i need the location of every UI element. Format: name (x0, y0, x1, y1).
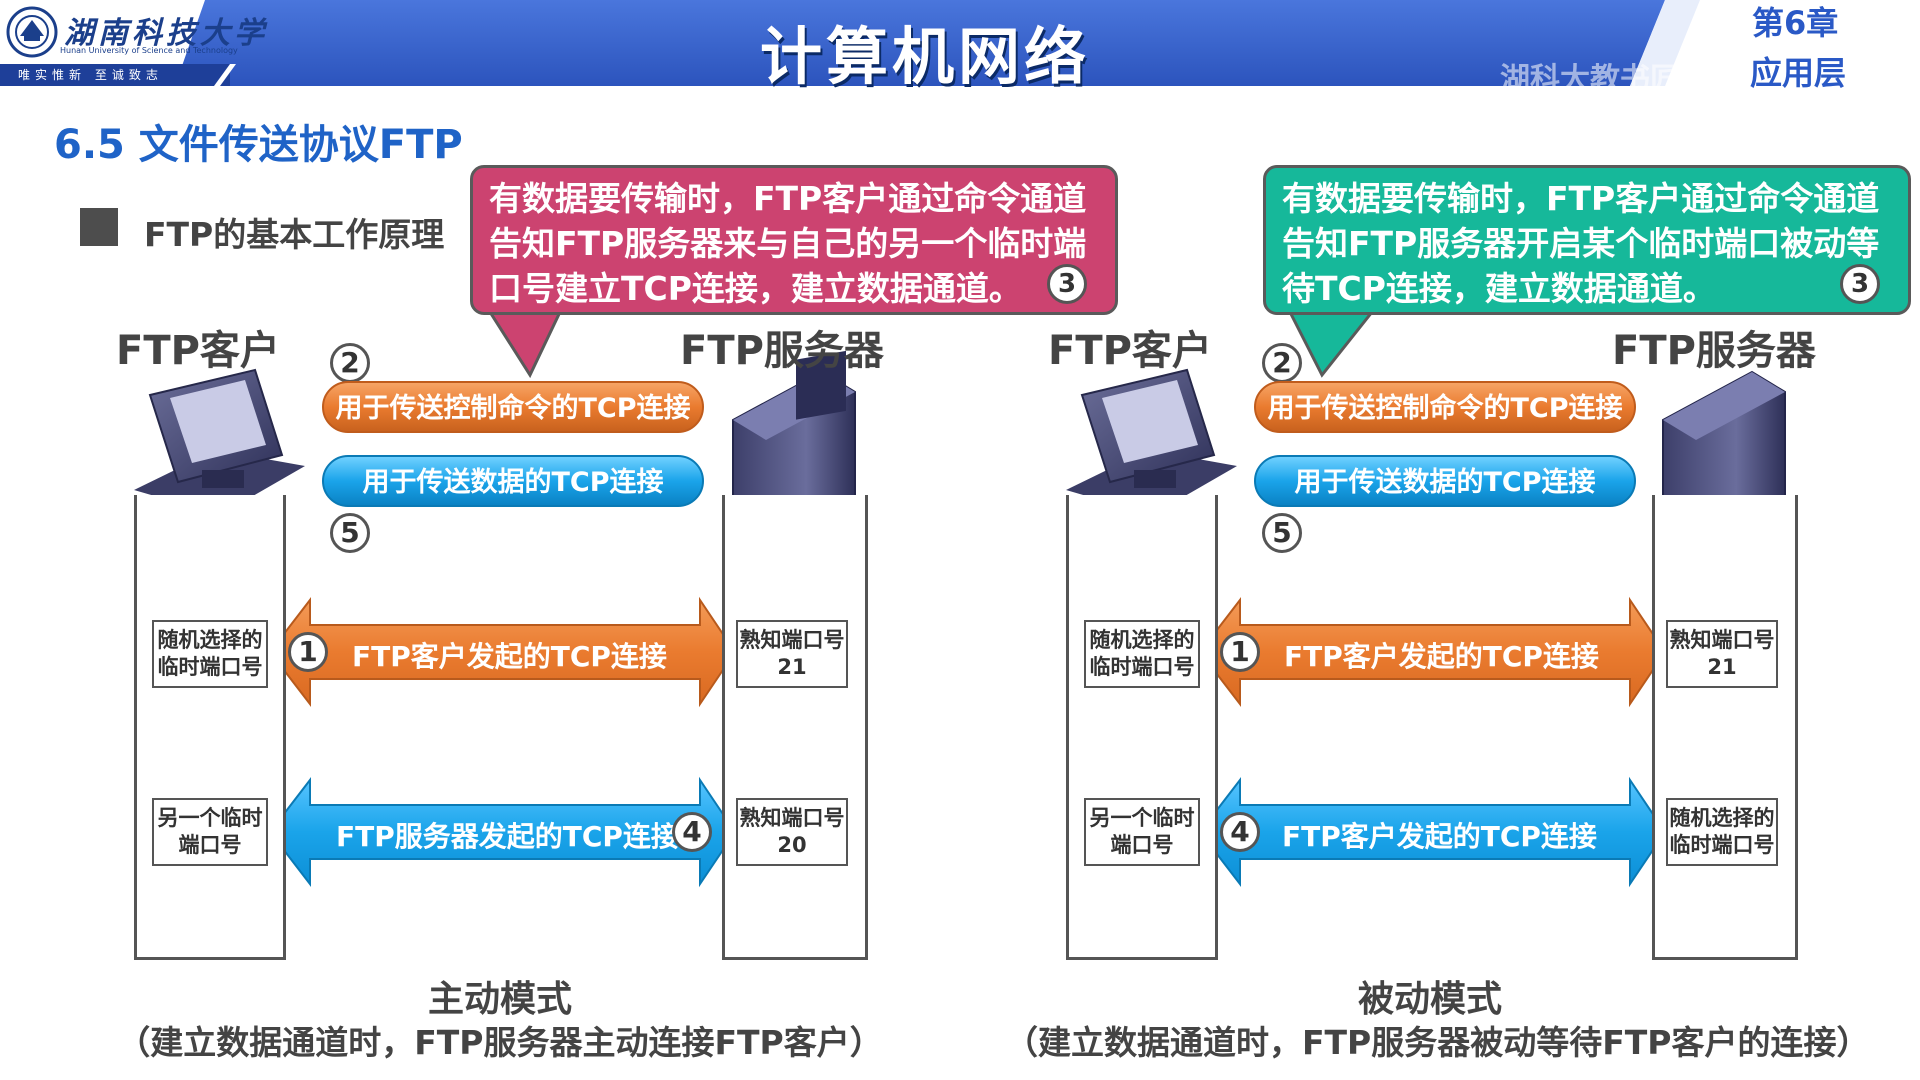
header-bar: 湖南科技大学 Hunan University of Science and T… (0, 0, 1920, 97)
server-port-label: 熟知端口号 (739, 628, 845, 652)
server-port-number: 20 (777, 833, 807, 857)
callout-passive-text: 有数据要传输时，FTP客户通过命令通道告知FTP服务器开启某个临时端口被动等待T… (1282, 179, 1880, 308)
course-title: 计算机网络 (760, 20, 1091, 93)
step-1-badge: 1 (288, 632, 328, 672)
data-connection-tube: 用于传送数据的TCP连接 (322, 455, 704, 507)
server-port-number: 21 (777, 655, 807, 679)
server-port-box-2: 熟知端口号 20 (736, 798, 848, 866)
arrow4-label: FTP客户发起的TCP连接 (1282, 820, 1597, 853)
step-5-badge: 5 (1262, 513, 1302, 553)
server-port-box-1: 熟知端口号 21 (736, 620, 848, 688)
step-4-badge: 4 (672, 812, 712, 852)
arrow1-label: FTP客户发起的TCP连接 (352, 640, 667, 673)
callout-passive-step3: 有数据要传输时，FTP客户通过命令通道告知FTP服务器开启某个临时端口被动等待T… (1263, 165, 1911, 315)
client-label-passive: FTP客户 (1048, 328, 1212, 374)
step-5-badge: 5 (330, 513, 370, 553)
university-seal-icon (6, 6, 58, 58)
section-title: 6.5 文件传送协议FTP (54, 122, 463, 168)
client-computer-icon (1066, 368, 1237, 515)
client-port-box-2: 另一个临时端口号 (152, 798, 268, 866)
data-connection-tube: 用于传送数据的TCP连接 (1254, 455, 1636, 507)
step-2-badge: 2 (1262, 343, 1302, 383)
step-3-badge: 3 (1840, 264, 1880, 304)
header-band (0, 0, 1700, 86)
mode-desc-active: （建立数据通道时，FTP服务器主动连接FTP客户） (117, 1023, 883, 1062)
mode-title-passive: 被动模式 (1357, 979, 1502, 1020)
server-timeline-active (722, 495, 868, 960)
university-motto: 唯实惟新 至诚致志 (18, 68, 163, 82)
client-port-box-2: 另一个临时端口号 (1084, 798, 1200, 866)
university-logo (0, 0, 250, 86)
bullet-text: FTP的基本工作原理 (144, 215, 445, 254)
step-3-badge: 3 (1047, 264, 1087, 304)
server-timeline-passive (1652, 495, 1798, 960)
client-label-active: FTP客户 (116, 328, 280, 374)
server-port-label: 熟知端口号 (739, 806, 845, 830)
client-port-box-1: 随机选择的临时端口号 (1084, 620, 1200, 688)
client-computer-icon (134, 368, 305, 515)
control-connection-tube: 用于传送控制命令的TCP连接 (322, 381, 704, 433)
step-1-badge: 1 (1220, 632, 1260, 672)
client-timeline-active (134, 495, 286, 960)
arrow4-label: FTP服务器发起的TCP连接 (336, 820, 679, 853)
server-port-box-1: 熟知端口号 21 (1666, 620, 1778, 688)
callout-pointer-passive (1287, 310, 1376, 378)
step-2-badge: 2 (330, 343, 370, 383)
client-timeline-passive (1066, 495, 1218, 960)
server-label-active: FTP服务器 (680, 328, 884, 374)
server-port-number: 21 (1707, 655, 1737, 679)
bullet-square-icon (80, 208, 118, 246)
mode-title-active: 主动模式 (427, 979, 572, 1020)
mode-desc-passive: （建立数据通道时，FTP服务器被动等待FTP客户的连接） (1005, 1023, 1870, 1062)
control-connection-tube: 用于传送控制命令的TCP连接 (1254, 381, 1636, 433)
chapter-number: 第6章 (1752, 4, 1839, 42)
server-label-passive: FTP服务器 (1612, 328, 1816, 374)
server-port-label: 熟知端口号 (1669, 628, 1775, 652)
callout-active-text: 有数据要传输时，FTP客户通过命令通道告知FTP服务器来与自己的另一个临时端口号… (489, 179, 1087, 308)
step-4-badge: 4 (1220, 812, 1260, 852)
university-name-en: Hunan University of Science and Technolo… (60, 46, 238, 55)
chapter-name: 应用层 (1750, 54, 1847, 92)
client-port-box-1: 随机选择的临时端口号 (152, 620, 268, 688)
callout-pointer-active (487, 310, 563, 379)
server-port-box-2: 随机选择的临时端口号 (1666, 798, 1778, 866)
callout-active-step3: 有数据要传输时，FTP客户通过命令通道告知FTP服务器来与自己的另一个临时端口号… (470, 165, 1118, 315)
watermark-text: 湖科大教书匠 (1500, 62, 1680, 97)
arrow1-label: FTP客户发起的TCP连接 (1284, 640, 1599, 673)
university-name: 湖南科技大学 (64, 16, 268, 51)
